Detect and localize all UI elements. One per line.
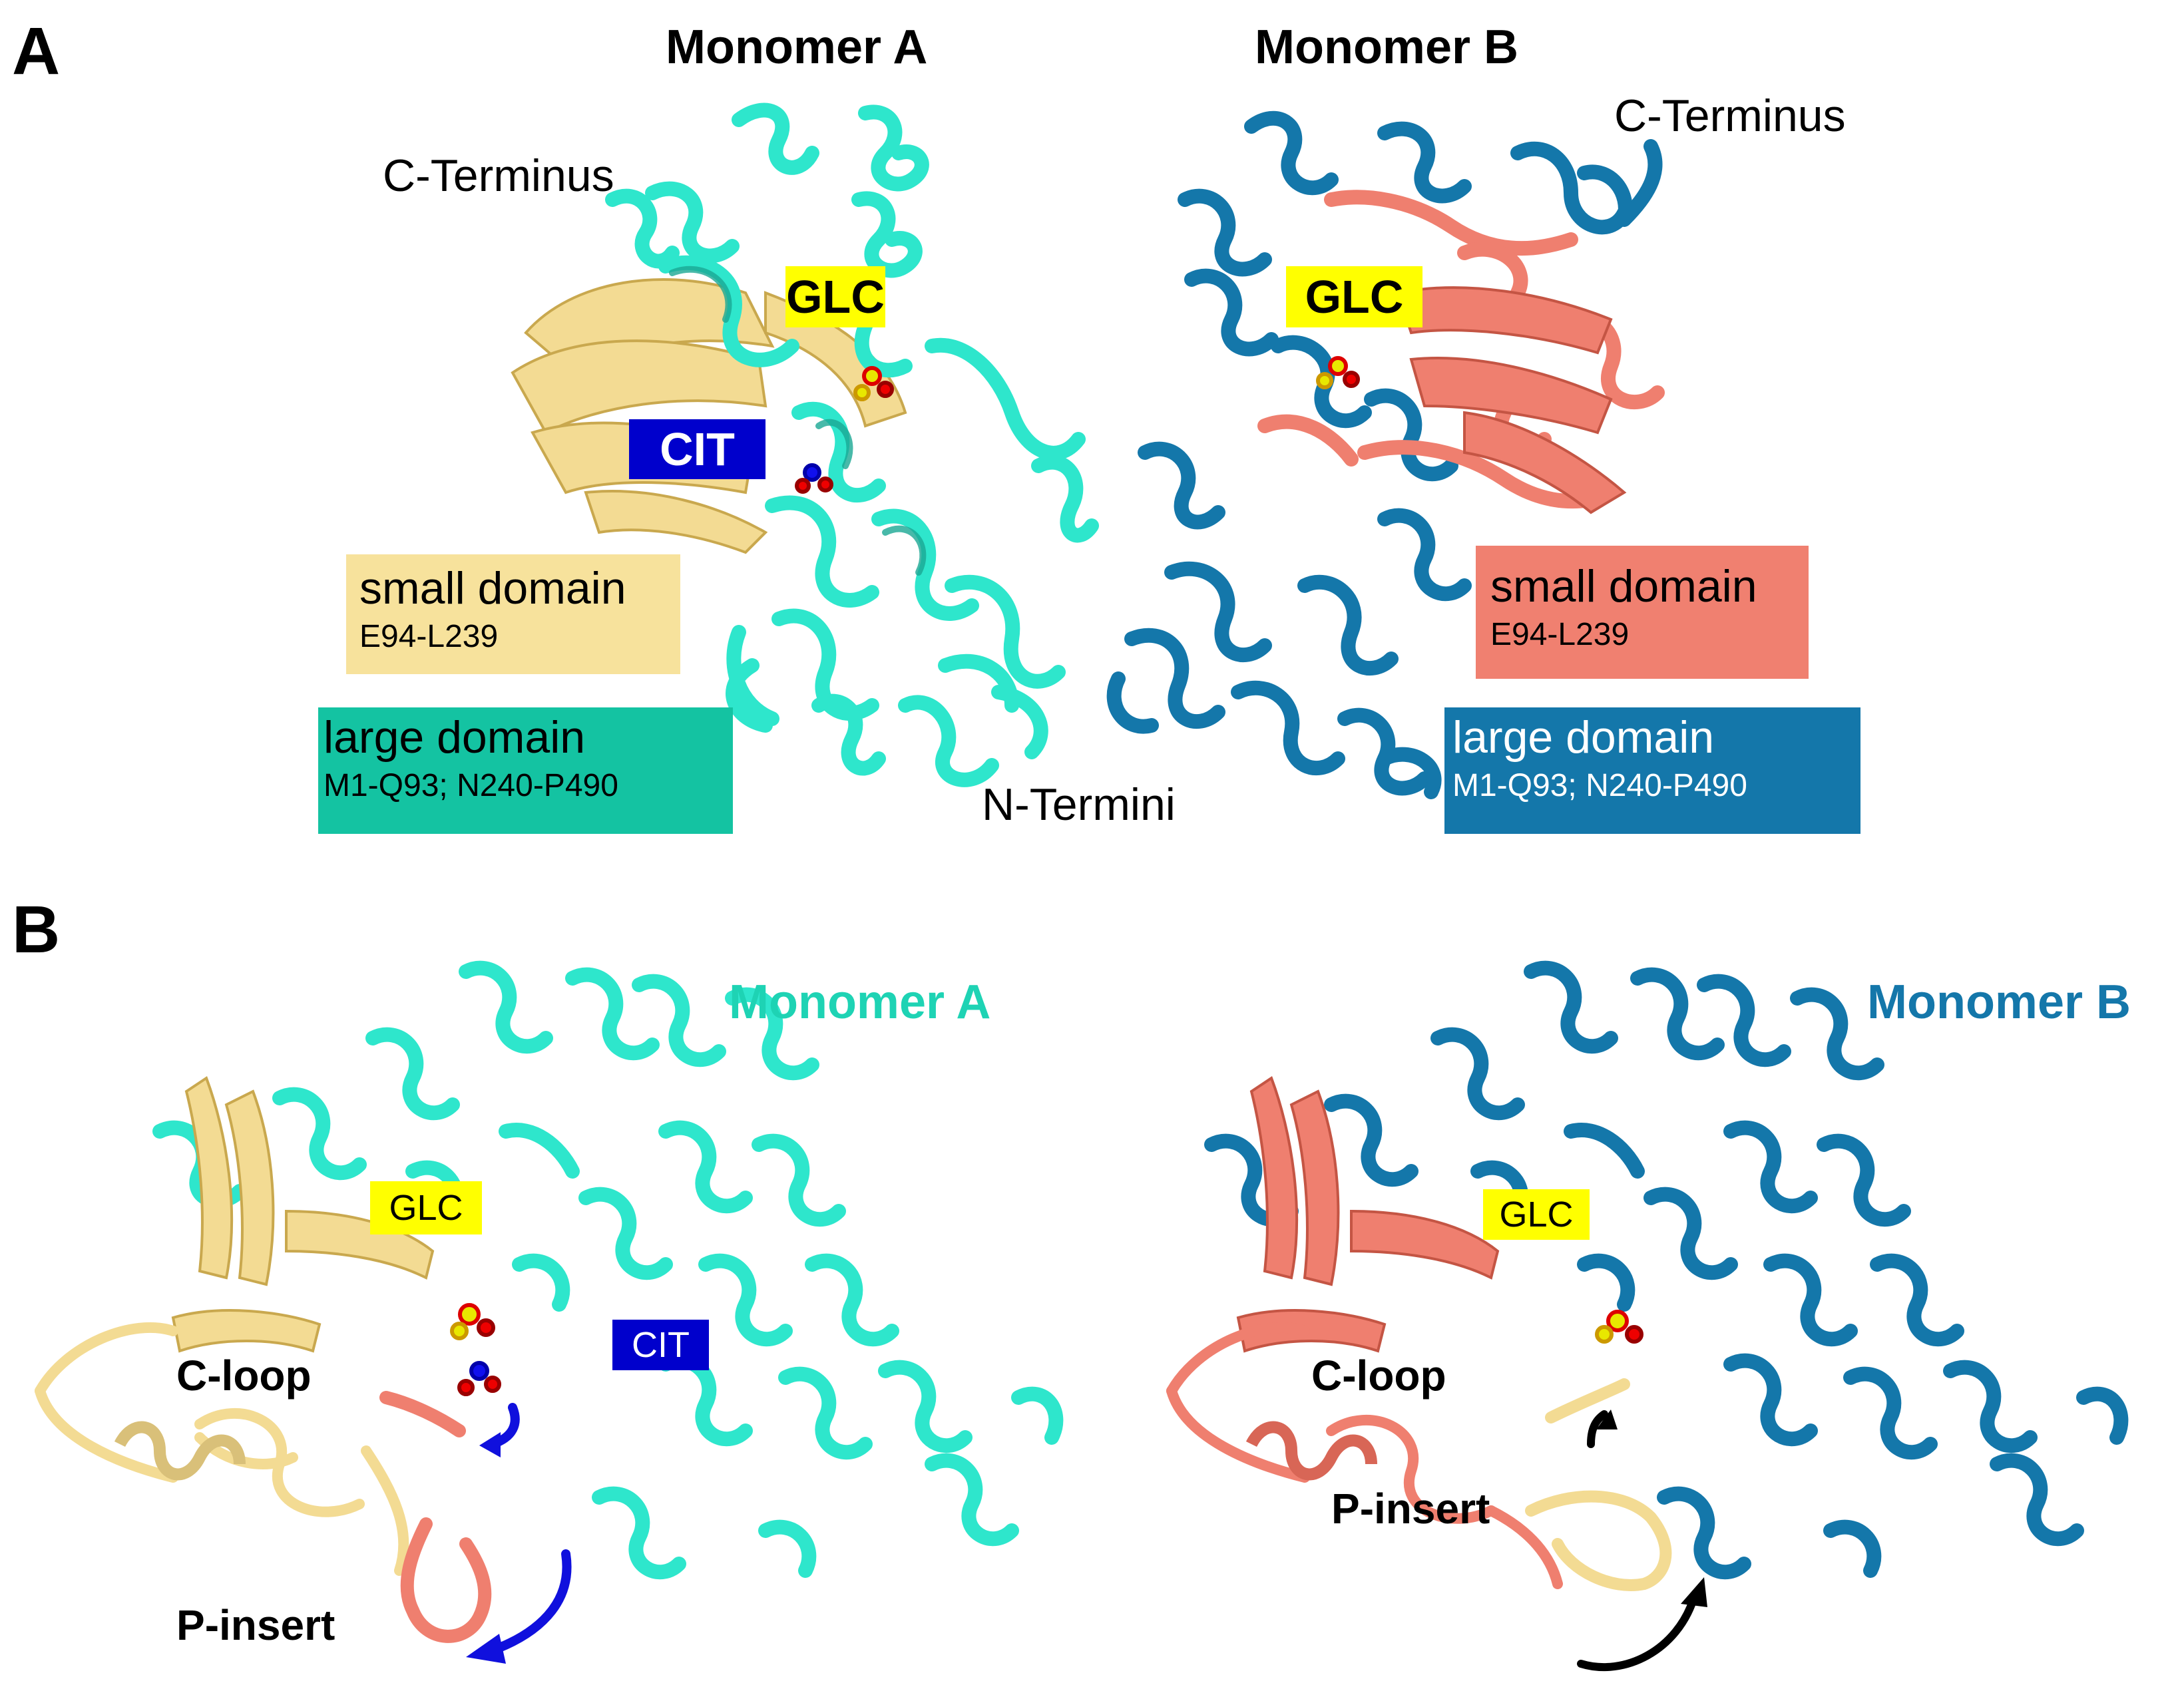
b-monomer-b-helix-salmon — [1245, 1421, 1377, 1481]
b-monomer-a-helix-khaki — [114, 1421, 246, 1481]
small-domain-b-range: E94-L239 — [1490, 617, 1630, 652]
b-monomer-b-small-loops — [1166, 1322, 1563, 1589]
small-domain-b-name: small domain — [1490, 561, 1757, 612]
glc-ligand-b — [1316, 356, 1360, 389]
monomer-a-large-domain — [605, 102, 1099, 787]
panel-label-b: B — [12, 892, 61, 967]
b-monomer-a-c-loop-salmon — [379, 1391, 492, 1643]
large-domain-b-name: large domain — [1452, 712, 1715, 763]
large-domain-a-name: large domain — [324, 712, 586, 763]
small-domain-a-box: small domain E94-L239 — [346, 554, 680, 674]
b-monomer-b-large-domain — [1204, 960, 2129, 1580]
glc-ligand-b-a — [450, 1303, 495, 1340]
b-monomer-a-small-domain — [171, 1075, 435, 1353]
panel-b-monomer-a-structure — [35, 960, 1064, 1664]
p-insert-label-b: P-insert — [1331, 1485, 1490, 1533]
cit-tag-b-a: CIT — [612, 1320, 709, 1370]
glc-ligand-b-b — [1595, 1310, 1643, 1344]
glc-tag-b: GLC — [1286, 266, 1422, 327]
small-domain-a-range: E94-L239 — [359, 619, 499, 654]
arrow-icon — [488, 1403, 572, 1655]
monomer-a-title-b: Monomer A — [729, 976, 991, 1029]
small-domain-b-box: small domain E94-L239 — [1476, 546, 1809, 679]
large-domain-b-range: M1-Q93; N240-P490 — [1452, 768, 1747, 803]
monomer-a-title: Monomer A — [666, 21, 928, 74]
cit-tag-a: CIT — [629, 419, 765, 479]
b-monomer-b-c-loop-yellow — [1525, 1378, 1672, 1591]
cit-ligand-a — [795, 463, 833, 494]
monomer-b-small-sheet — [1396, 286, 1627, 514]
curved-arrow-icon — [1577, 1410, 1698, 1672]
c-terminus-a-label: C-Terminus — [383, 150, 614, 201]
monomer-b-title: Monomer B — [1255, 21, 1518, 74]
large-domain-a-range: M1-Q93; N240-P490 — [324, 768, 618, 803]
n-termini-label: N-Termini — [982, 779, 1176, 830]
monomer-a-large-domain-dark — [669, 266, 927, 576]
panel-b-monomer-b-structure — [1166, 960, 2129, 1672]
panel-a-monomer-a-structure — [511, 102, 1099, 787]
arrowhead-icon — [1596, 1410, 1707, 1607]
b-monomer-a-large-domain — [152, 960, 1064, 1580]
b-monomer-b-small-domain — [1236, 1075, 1500, 1353]
arrowhead-icon — [466, 1432, 506, 1664]
panel-label-a: A — [12, 14, 61, 89]
c-loop-label-b: C-loop — [1311, 1352, 1446, 1400]
large-domain-b-box: large domain M1-Q93; N240-P490 — [1444, 707, 1860, 834]
p-insert-label-a: P-insert — [176, 1601, 335, 1649]
monomer-b-large-domain — [1106, 110, 1663, 799]
glc-tag-a: GLC — [785, 266, 885, 327]
large-domain-a-box: large domain M1-Q93; N240-P490 — [318, 707, 733, 834]
glc-tag-b-b: GLC — [1483, 1189, 1590, 1240]
c-terminus-b-label: C-Terminus — [1614, 91, 1846, 141]
c-loop-label-a: C-loop — [176, 1352, 312, 1400]
panel-a-monomer-b-structure — [1106, 110, 1665, 799]
monomer-b-title-b: Monomer B — [1867, 976, 2131, 1029]
glc-tag-b-a: GLC — [370, 1181, 482, 1234]
small-domain-a-name: small domain — [359, 563, 626, 614]
cit-ligand-b-a — [457, 1361, 501, 1396]
glc-ligand-a — [853, 366, 894, 401]
